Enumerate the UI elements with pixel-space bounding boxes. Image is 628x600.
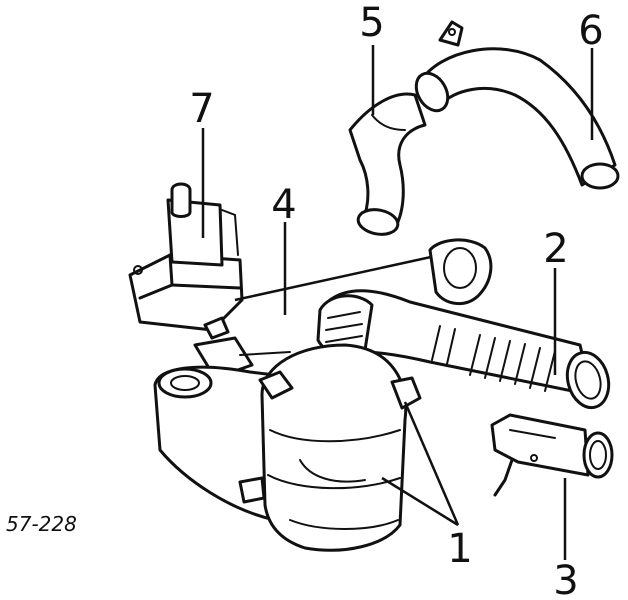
part-5-elbow-hose xyxy=(348,92,427,236)
leader-1a xyxy=(403,401,460,526)
callout-3: 3 xyxy=(553,558,578,600)
callout-1: 1 xyxy=(447,526,472,572)
callout-6: 6 xyxy=(578,8,603,54)
callout-leaders xyxy=(201,45,594,560)
callout-labels: 5 6 7 4 2 1 3 xyxy=(189,0,603,600)
part-3-connector-clip xyxy=(490,413,614,497)
part-6-intake-hose xyxy=(414,20,620,190)
callout-5: 5 xyxy=(359,0,384,46)
callout-4: 4 xyxy=(271,182,296,228)
callout-2: 2 xyxy=(543,226,568,272)
part-2-corrugated-duct xyxy=(316,289,611,410)
part-7-resonator-box xyxy=(128,182,244,340)
figure-reference-code: 57-228 xyxy=(6,512,77,536)
leader-1b xyxy=(381,476,459,527)
callout-7: 7 xyxy=(189,86,214,132)
part-1-air-filter-housing xyxy=(153,343,422,552)
